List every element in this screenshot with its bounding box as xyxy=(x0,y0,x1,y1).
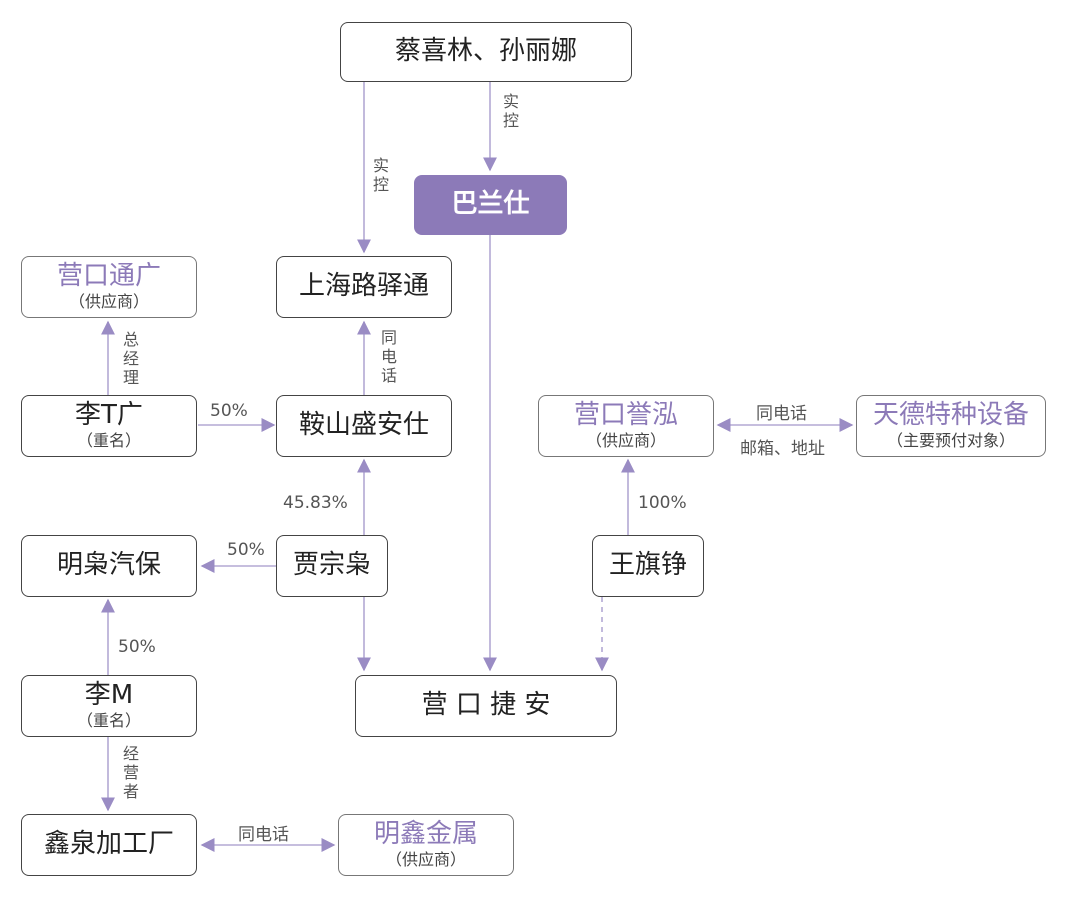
node-mingxiao-name: 明枭汽保 xyxy=(56,550,161,581)
node-li-m[interactable]: 李M （重名） xyxy=(21,675,197,737)
node-yingkou-yuhong-name: 营口誉泓 xyxy=(573,400,678,431)
node-yingkou-yuhong-sub: （供应商） xyxy=(585,431,666,451)
node-balanshi-name: 巴兰仕 xyxy=(451,189,530,220)
node-li-tguang-name: 李T广 xyxy=(75,400,143,431)
node-mingxin-name: 明鑫金属 xyxy=(373,819,478,850)
node-anshan-name: 鞍山盛安仕 xyxy=(298,410,429,441)
label-pct-lim-mingxiao: 50% xyxy=(118,637,156,657)
node-tiande[interactable]: 天德特种设备 （主要预付对象） xyxy=(856,395,1046,457)
node-anshan[interactable]: 鞍山盛安仕 xyxy=(276,395,452,457)
label-same-phone-xinquan-mingxin: 同电话 xyxy=(238,825,289,845)
node-yingkou-tongguang[interactable]: 营口通广 （供应商） xyxy=(21,256,197,318)
node-li-m-sub: （重名） xyxy=(76,711,141,731)
label-control-cai-balanshi: 实控 xyxy=(502,92,519,130)
node-yingkou-tongguang-name: 营口通广 xyxy=(56,261,161,292)
node-jia-zongxiao[interactable]: 贾宗枭 xyxy=(276,535,388,597)
node-li-tguang-sub: （重名） xyxy=(76,431,141,451)
node-yingkou-jiean[interactable]: 营 口 捷 安 xyxy=(355,675,617,737)
label-pct-li-anshan: 50% xyxy=(210,401,248,421)
node-balanshi[interactable]: 巴兰仕 xyxy=(414,175,567,235)
node-tiande-sub: （主要预付对象） xyxy=(886,431,1015,451)
node-shanghai-luyitong-name: 上海路驿通 xyxy=(298,271,429,302)
node-li-m-name: 李M xyxy=(84,680,134,711)
node-xinquan[interactable]: 鑫泉加工厂 xyxy=(21,814,197,876)
node-yingkou-yuhong[interactable]: 营口誉泓 （供应商） xyxy=(538,395,714,457)
label-general-manager: 总经理 xyxy=(122,330,139,387)
label-same-phone-yuhong-tiande: 同电话 xyxy=(756,404,807,424)
node-tiande-name: 天德特种设备 xyxy=(872,400,1029,431)
node-yingkou-tongguang-sub: （供应商） xyxy=(68,292,149,312)
node-shanghai-luyitong[interactable]: 上海路驿通 xyxy=(276,256,452,318)
node-cai-sun-name: 蔡喜林、孙丽娜 xyxy=(394,36,577,67)
label-operator: 经营者 xyxy=(122,744,139,801)
node-mingxin[interactable]: 明鑫金属 （供应商） xyxy=(338,814,514,876)
node-mingxin-sub: （供应商） xyxy=(385,850,466,870)
label-pct-wang-yuhong: 100% xyxy=(638,493,687,513)
node-cai-sun[interactable]: 蔡喜林、孙丽娜 xyxy=(340,22,632,82)
label-pct-jia-mingxiao: 50% xyxy=(227,540,265,560)
node-jia-zongxiao-name: 贾宗枭 xyxy=(292,550,371,581)
label-mail-address: 邮箱、地址 xyxy=(740,439,825,459)
node-yingkou-jiean-name: 营 口 捷 安 xyxy=(421,690,551,721)
label-pct-jia-anshan: 45.83% xyxy=(283,493,348,513)
node-li-tguang[interactable]: 李T广 （重名） xyxy=(21,395,197,457)
node-mingxiao[interactable]: 明枭汽保 xyxy=(21,535,197,597)
node-wang-qizheng[interactable]: 王旗铮 xyxy=(592,535,704,597)
label-control-cai-shanghai: 实控 xyxy=(372,156,389,194)
label-same-phone-anshan-shanghai: 同电话 xyxy=(380,328,397,385)
node-wang-qizheng-name: 王旗铮 xyxy=(608,550,687,581)
node-xinquan-name: 鑫泉加工厂 xyxy=(43,829,174,860)
